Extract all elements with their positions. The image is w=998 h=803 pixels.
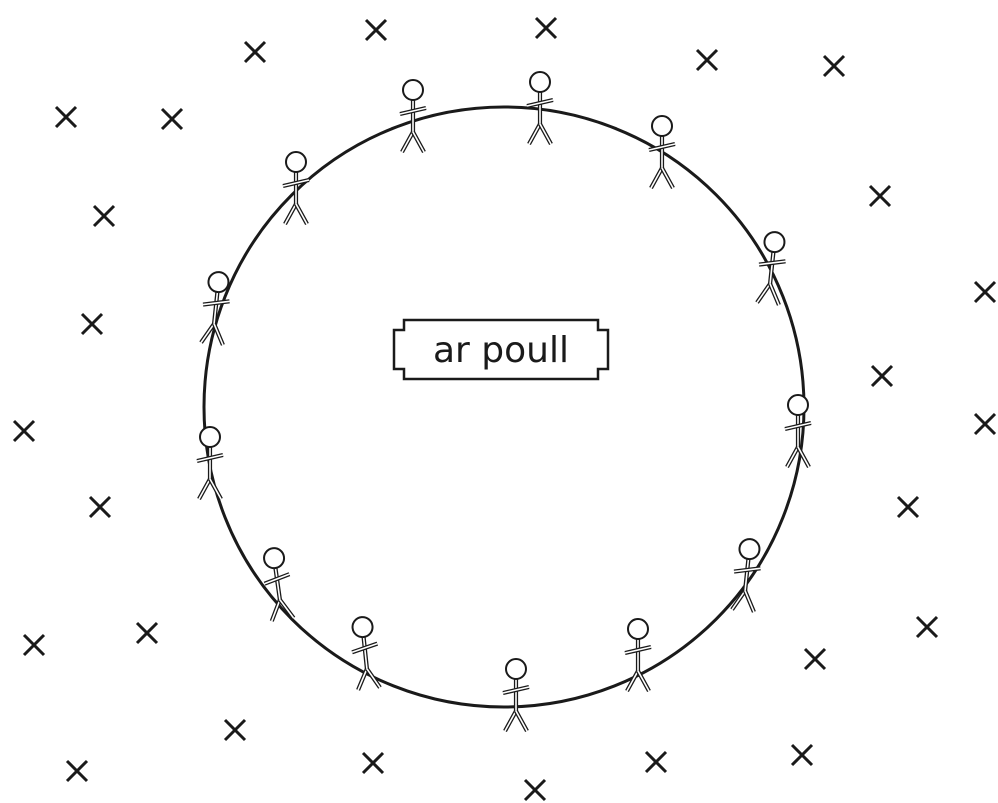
stick-figure-icon (400, 80, 426, 152)
stick-figure-icon (199, 271, 232, 345)
center-label: ar poull (394, 320, 608, 379)
cross-icon (870, 186, 890, 206)
cross-icon (14, 421, 34, 441)
cross-icon (824, 56, 844, 76)
stick-figure-icon (649, 116, 675, 188)
cross-icon (975, 414, 995, 434)
cross-icon (56, 107, 76, 127)
cross-icon (898, 497, 918, 517)
crosses-group (14, 18, 995, 800)
figures-group (197, 72, 811, 731)
cross-icon (525, 780, 545, 800)
stick-figure-icon (260, 546, 296, 621)
cross-icon (872, 366, 892, 386)
cross-icon (646, 752, 666, 772)
stick-figure-icon (730, 538, 763, 612)
cross-icon (697, 50, 717, 70)
cross-icon (137, 623, 157, 643)
cross-icon (90, 497, 110, 517)
stick-figure-icon (785, 395, 811, 467)
cross-icon (975, 282, 995, 302)
cross-icon (792, 745, 812, 765)
cross-icon (82, 314, 102, 334)
stick-figure-icon (197, 427, 223, 499)
cross-icon (363, 753, 383, 773)
cross-icon (245, 42, 265, 62)
cross-icon (67, 761, 87, 781)
cross-icon (24, 635, 44, 655)
cross-icon (162, 109, 182, 129)
cross-icon (536, 18, 556, 38)
cross-icon (94, 206, 114, 226)
label-text: ar poull (433, 330, 569, 371)
cross-icon (917, 617, 937, 637)
cross-icon (366, 20, 386, 40)
stick-figure-icon (503, 659, 529, 731)
cross-icon (805, 649, 825, 669)
stick-figure-icon (283, 152, 309, 224)
cross-icon (225, 720, 245, 740)
